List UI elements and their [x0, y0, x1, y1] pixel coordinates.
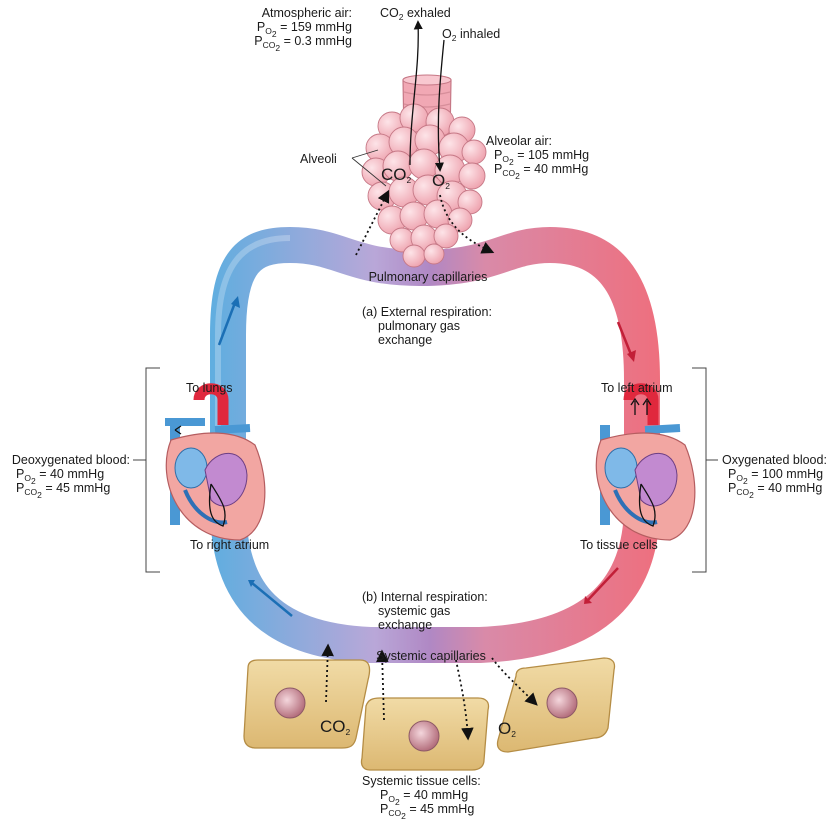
oxygenated-blood-label: Oxygenated blood: PO2 = 100 mmHg PCO2 = …	[722, 453, 827, 500]
internal-respiration-label: (b) Internal respiration: systemic gas e…	[362, 590, 488, 632]
internal-respiration-line1: (b) Internal respiration:	[362, 590, 488, 604]
alveolus	[423, 243, 445, 265]
alveoli-co2-label: CO2	[381, 165, 412, 185]
atmospheric-pco2: PCO2 = 0.3 mmHg	[254, 34, 352, 53]
deoxygenated-pco2: PCO2 = 45 mmHg	[16, 481, 111, 500]
oxygenated-pco2: PCO2 = 40 mmHg	[728, 481, 823, 500]
systemic-tissue-pco2: PCO2 = 45 mmHg	[380, 802, 475, 821]
to-right-atrium-label: To right atrium	[190, 538, 270, 552]
tissue-cell-right	[496, 657, 616, 753]
alveolar-air-label: Alveolar air: PO2 = 105 mmHg PCO2 = 40 m…	[486, 134, 590, 181]
pulmonary-capillaries-label: Pulmonary capillaries	[368, 270, 488, 284]
right-bracket	[692, 367, 707, 573]
oxygenated-title: Oxygenated blood:	[722, 453, 827, 467]
alveoli-o2-label: O2	[432, 171, 450, 191]
co2-exhaled-label: CO2 exhaled	[380, 6, 451, 22]
external-respiration-line3: exchange	[378, 333, 433, 347]
tissue-cell-middle	[360, 697, 490, 771]
co2-diffusion-systemic-2	[375, 649, 389, 721]
trachea-opening	[402, 74, 452, 86]
co2-diffusion-systemic-1	[321, 643, 334, 703]
systemic-tissue-po2: PO2 = 40 mmHg	[380, 788, 469, 807]
o2-diffusion-systemic-1	[455, 659, 474, 741]
systemic-tissue-title: Systemic tissue cells:	[362, 774, 481, 788]
tissue-cell-left	[243, 659, 371, 749]
alveolar-pco2: PCO2 = 40 mmHg	[494, 162, 589, 181]
flow-arrow-to-tissue-head	[584, 596, 592, 604]
left-bracket	[145, 367, 160, 573]
systemic-capillaries-label: Systemic capillaries	[376, 649, 486, 663]
alveolus	[458, 162, 486, 190]
to-tissue-cells-label: To tissue cells	[580, 538, 658, 552]
alveolar-po2: PO2 = 105 mmHg	[494, 148, 590, 167]
atmospheric-po2: PO2 = 159 mmHg	[256, 20, 352, 39]
external-respiration-line1: (a) External respiration:	[362, 305, 492, 319]
alveolus	[461, 139, 487, 165]
atmospheric-air-title: Atmospheric air:	[261, 6, 352, 20]
systemic-tissue-label: Systemic tissue cells: PO2 = 40 mmHg PCO…	[362, 774, 481, 821]
to-left-atrium-label: To left atrium	[601, 381, 673, 395]
alveolus	[402, 244, 426, 268]
flow-arrow-to-left-atrium-head	[627, 350, 636, 362]
deoxygenated-po2: PO2 = 40 mmHg	[16, 467, 105, 486]
alveolar-air-title: Alveolar air:	[486, 134, 552, 148]
co2-exhaled-arrow	[409, 20, 423, 166]
o2-inhaled-label: O2 inhaled	[442, 27, 501, 43]
oxygenated-po2: PO2 = 100 mmHg	[728, 467, 824, 486]
external-respiration-label: (a) External respiration: pulmonary gas …	[362, 305, 492, 347]
atmospheric-air-label: Atmospheric air: PO2 = 159 mmHg PCO2 = 0…	[226, 6, 352, 53]
heart-right	[595, 383, 696, 541]
circulation-loop	[210, 227, 660, 663]
alveoli-pointer-2	[351, 157, 387, 187]
o2-diffusion-pulmonary	[439, 194, 495, 254]
alveoli-cluster	[361, 103, 487, 268]
internal-respiration-line2: systemic gas	[378, 604, 451, 618]
external-respiration-line2: pulmonary gas	[378, 319, 460, 333]
tissue-co2-label: CO2	[320, 717, 351, 737]
heart-left	[165, 383, 266, 541]
co2-diffusion-pulmonary	[355, 189, 390, 256]
flow-arrow-to-left-atrium	[616, 321, 634, 358]
o2-inhaled-arrow	[434, 39, 445, 172]
loop-highlight	[215, 235, 291, 505]
flow-arrow-to-tissue	[587, 567, 619, 601]
flow-arrow-to-lungs	[217, 299, 238, 346]
to-lungs-label: To lungs	[186, 381, 233, 395]
alveoli-label: Alveoli	[300, 152, 337, 166]
flow-arrow-to-right-atrium	[251, 582, 293, 617]
flow-arrow-to-right-atrium-head	[248, 580, 255, 587]
internal-respiration-line3: exchange	[378, 618, 433, 632]
deoxygenated-blood-label: Deoxygenated blood: PO2 = 40 mmHg PCO2 =…	[0, 453, 130, 500]
alveolus	[447, 207, 473, 233]
alveoli-pointer-1	[351, 149, 379, 159]
deoxygenated-title: Deoxygenated blood:	[11, 453, 130, 467]
flow-arrow-to-lungs-head	[231, 296, 240, 308]
alveolus	[433, 223, 459, 249]
tissue-o2-label: O2	[498, 719, 516, 739]
